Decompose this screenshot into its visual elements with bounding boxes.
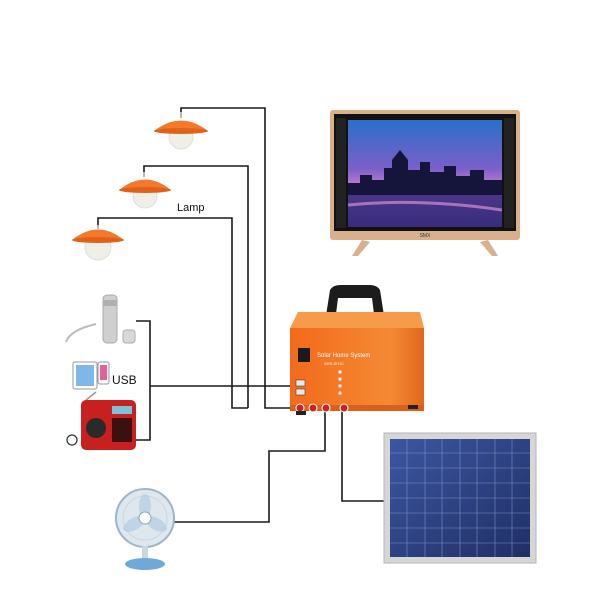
wire-fan bbox=[172, 410, 326, 523]
tv-icon: SMX bbox=[330, 110, 520, 256]
wire-usb-bracket bbox=[136, 320, 151, 441]
power-box-icon: Solar Home System SHS-SH10 bbox=[290, 285, 424, 415]
wire-lamp-bottom bbox=[97, 217, 248, 409]
radio-icon bbox=[66, 391, 136, 450]
wire-lamp-middle bbox=[143, 165, 249, 408]
power-box-title: Solar Home System bbox=[317, 353, 370, 359]
lamp-icon bbox=[119, 172, 171, 209]
flashlight-icon bbox=[65, 294, 136, 344]
wire-solar bbox=[341, 410, 390, 502]
wires bbox=[97, 107, 390, 523]
lamp-label: Lamp bbox=[177, 202, 205, 214]
wire-lamp-top bbox=[180, 107, 293, 409]
fan-icon bbox=[115, 488, 175, 570]
power-box-subtitle: SHS-SH10 bbox=[324, 361, 344, 366]
phone-icon bbox=[97, 361, 110, 385]
lamp-icon bbox=[72, 225, 124, 261]
usb-label: USB bbox=[112, 373, 137, 387]
lamp-icon bbox=[154, 112, 208, 150]
tv-brand: SMX bbox=[420, 233, 432, 239]
solar-panel-icon bbox=[383, 432, 537, 564]
tablet-icon bbox=[72, 361, 98, 390]
